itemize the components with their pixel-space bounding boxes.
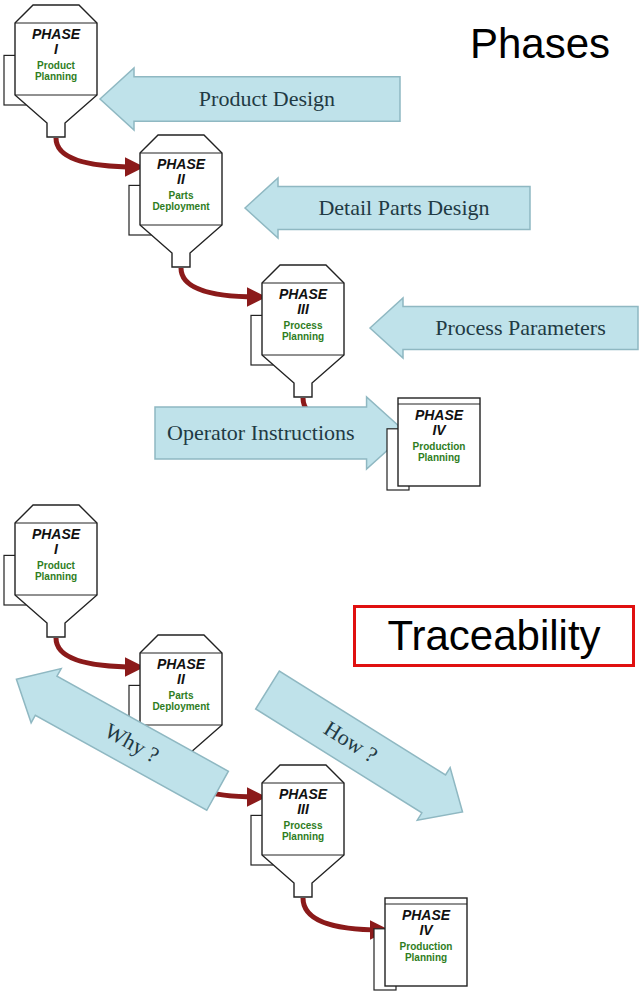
arrow-label: Operator Instructions [167,420,355,446]
phase-name: Production Planning [400,941,453,963]
phase-number: PHASE IV [402,908,450,938]
phase-silo: PHASE I Product Planning [15,5,97,137]
phase-number: PHASE III [279,787,327,817]
phase-text: PHASE I Product Planning [15,527,97,584]
phase-text: PHASE II Parts Deployment [140,657,222,714]
arrow-label: Detail Parts Design [318,195,489,221]
block-arrow: Operator Instructions [155,397,407,469]
phase-name: Parts Deployment [152,190,209,212]
phase-text: PHASE IV Production Planning [385,908,467,965]
arrow-label: Product Design [199,86,335,112]
phase-number: PHASE I [32,27,80,57]
phase-number: PHASE I [32,527,80,557]
flow-arrow [56,138,137,167]
phase-name: Process Planning [282,320,324,342]
phase-silo: PHASE III Process Planning [262,765,344,897]
phase-name: Product Planning [35,560,77,582]
phase-name: Process Planning [282,820,324,842]
phase-text: PHASE IV Production Planning [398,408,480,465]
phase-name: Parts Deployment [152,690,209,712]
flow-arrow [56,638,137,667]
phase-number: PHASE II [157,657,205,687]
title-text: Traceability [387,612,600,660]
section-title: Phases [470,20,610,68]
flow-arrow [181,268,259,297]
phase-box: PHASE IV Production Planning [398,398,480,486]
arrow-label: Process Parameters [435,315,605,341]
phase-silo: PHASE I Product Planning [15,505,97,637]
phase-number: PHASE IV [415,408,463,438]
phase-box: PHASE IV Production Planning [385,898,467,986]
block-arrow: Product Design [100,68,400,130]
phase-number: PHASE II [157,157,205,187]
block-arrow: Detail Parts Design [245,178,530,238]
phase-text: PHASE I Product Planning [15,27,97,84]
flow-arrow [303,898,382,930]
phase-text: PHASE II Parts Deployment [140,157,222,214]
title-box: Traceability [353,605,635,667]
phase-number: PHASE III [279,287,327,317]
phase-text: PHASE III Process Planning [262,787,344,844]
phase-name: Product Planning [35,60,77,82]
phase-silo: PHASE II Parts Deployment [140,135,222,267]
phase-text: PHASE III Process Planning [262,287,344,344]
phase-name: Production Planning [413,441,466,463]
phase-silo: PHASE III Process Planning [262,265,344,397]
block-arrow: Process Parameters [370,298,638,358]
